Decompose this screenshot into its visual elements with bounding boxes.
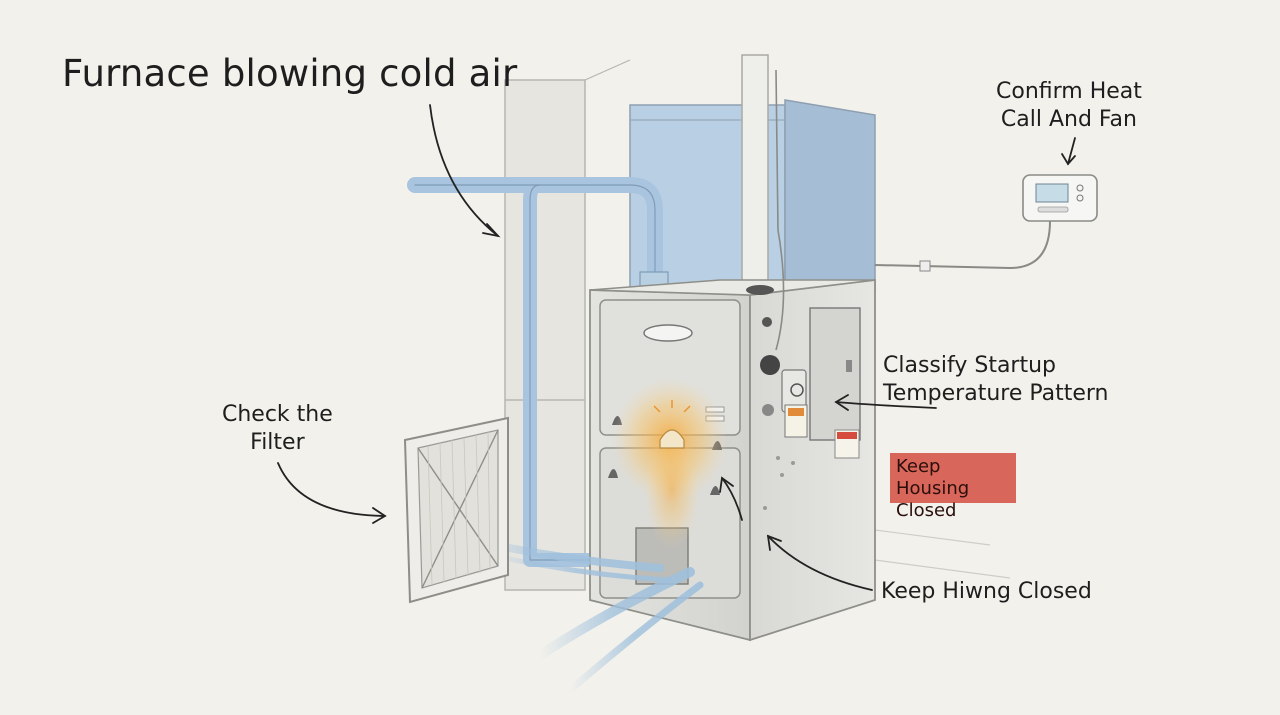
side-conduit [775, 69, 785, 351]
label-keep-hiwng-closed: Keep Hiwng Closed [881, 579, 1092, 604]
air-filter [403, 416, 509, 604]
warning-keep-housing-closed: Keep Housing Closed [890, 453, 1016, 521]
label-line: Filter [250, 430, 305, 455]
label-line: Closed [896, 500, 957, 521]
wire-clip [919, 260, 931, 272]
return-air-column [504, 59, 631, 591]
label-line: Confirm Heat [996, 79, 1142, 104]
label-line: Classify Startup [883, 353, 1057, 378]
label-line: Check the [222, 402, 333, 427]
thermostat-wire [874, 220, 1051, 270]
label-line: Keep Housing [896, 456, 970, 499]
annotation-arrows [277, 104, 1076, 591]
room-background [874, 529, 1011, 579]
label-check-filter: Check the Filter [222, 401, 333, 457]
thermostat [1022, 174, 1098, 222]
flue-pipe [741, 54, 769, 296]
air-duct [407, 177, 687, 567]
flame-glow [612, 378, 728, 550]
label-classify-startup: Classify Startup Temperature Pattern [883, 352, 1109, 408]
label-line: Call And Fan [1000, 107, 1137, 132]
label-confirm-heat-call: Confirm Heat Call And Fan [996, 78, 1142, 134]
label-line: Temperature Pattern [883, 381, 1109, 406]
diagram-title: Furnace blowing cold air [62, 52, 518, 95]
